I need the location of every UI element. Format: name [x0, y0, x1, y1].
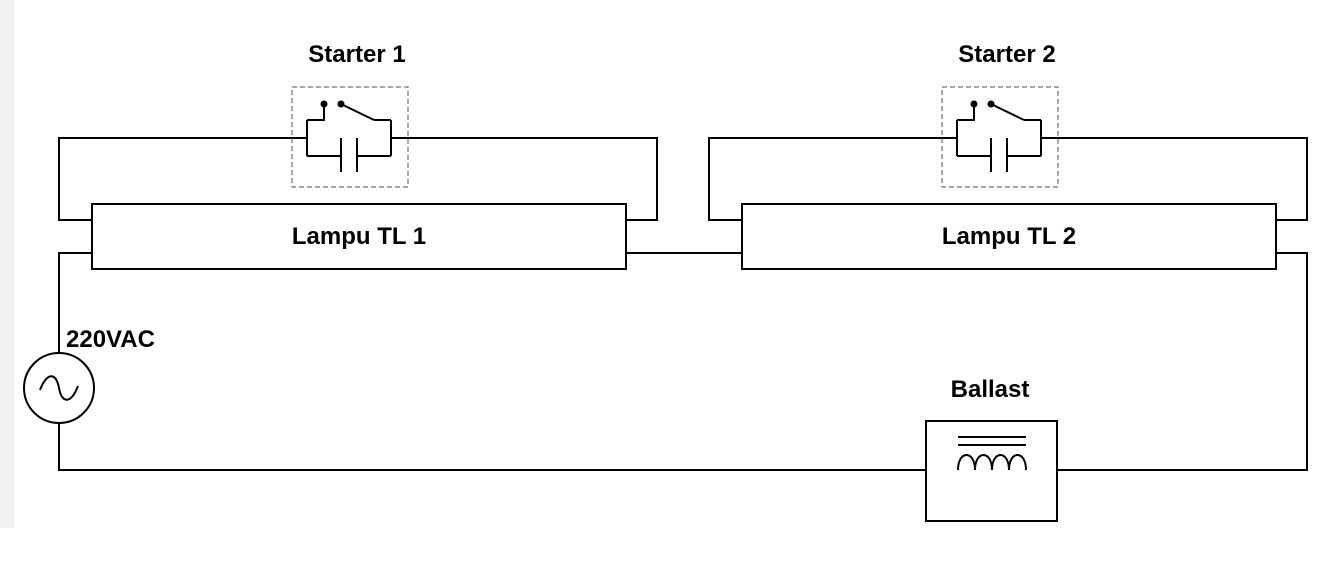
- starter-1: [291, 86, 409, 188]
- starter-1-label: Starter 1: [308, 41, 405, 68]
- lamp-2-tube: [741, 203, 1277, 270]
- starter-1-housing: [291, 86, 409, 188]
- ballast-label: Ballast: [951, 376, 1030, 403]
- lamp-1-label: Lampu TL 1: [292, 223, 426, 250]
- lamp-tl-2: Lampu TL 2: [741, 203, 1277, 270]
- starter-1-wiring: [58, 137, 658, 221]
- starter-2-housing: [941, 86, 1059, 188]
- starter-2-wiring: [708, 137, 1308, 221]
- starter-2-label: Starter 2: [958, 41, 1055, 68]
- supply-wiring: [58, 252, 1308, 471]
- sine-wave-icon: [39, 375, 79, 401]
- ac-source-circle: [23, 352, 95, 424]
- starter-1-contact-1: [320, 100, 328, 108]
- lamp-1-tube: [91, 203, 627, 270]
- inductor-coil-icon: [957, 454, 1027, 471]
- starter-2-contact-1: [970, 100, 978, 108]
- lamp-2-label: Lampu TL 2: [942, 223, 1076, 250]
- lamp-tl-1: Lampu TL 1: [91, 203, 627, 270]
- ballast: [925, 420, 1058, 522]
- starter-2: [941, 86, 1059, 188]
- left-margin-strip: [0, 0, 14, 528]
- ac-source: [23, 352, 95, 424]
- source-label: 220VAC: [66, 326, 155, 353]
